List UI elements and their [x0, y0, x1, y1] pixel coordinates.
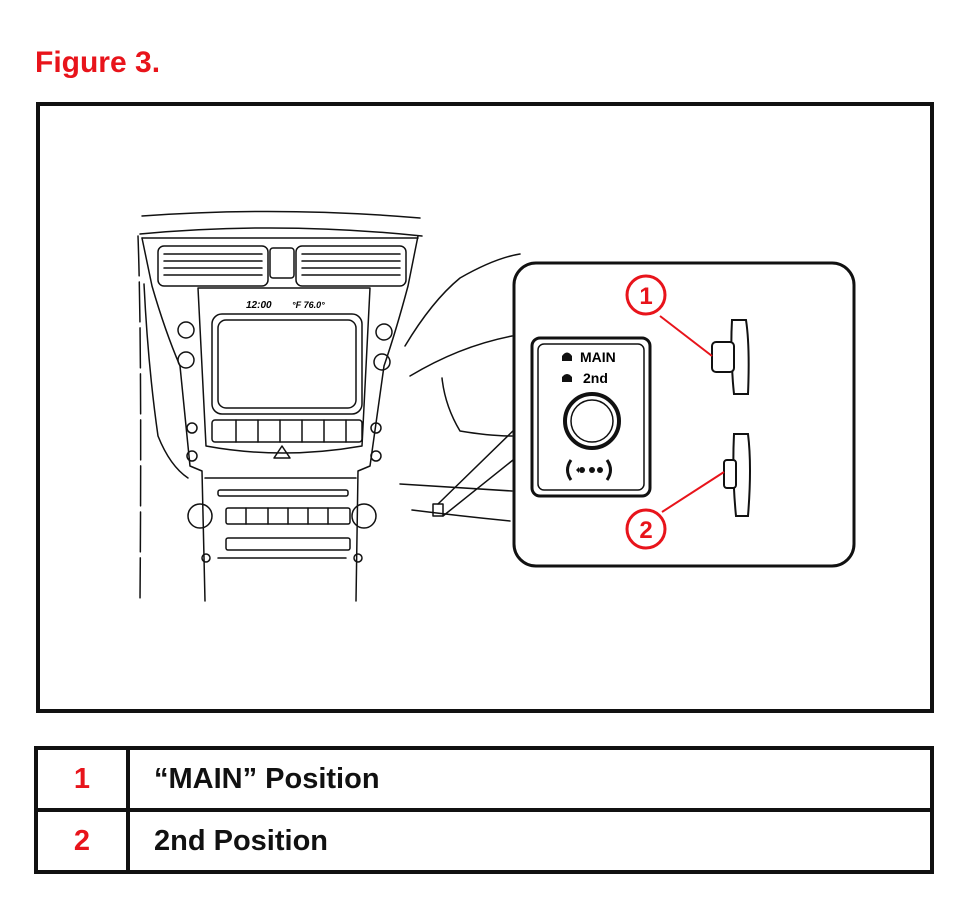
seat-memory-switch	[530, 336, 652, 498]
second-seat-icon	[562, 374, 572, 382]
legend-number: 1	[34, 746, 130, 812]
display-temperature: °F 76.0°	[292, 300, 325, 310]
switch-side-view-main	[711, 319, 750, 395]
figure-title: Figure 3.	[35, 46, 161, 79]
switch-label-2nd: 2nd	[583, 370, 608, 386]
climate-buttons	[211, 419, 363, 443]
left-vent	[157, 245, 269, 287]
hazard-button	[273, 445, 291, 459]
navigation-screen	[211, 313, 363, 415]
display-surround	[197, 287, 371, 454]
legend-description: “MAIN” Position	[126, 746, 934, 812]
dashboard-illustration: 12:00 °F 76.0° MAIN 2nd	[137, 210, 856, 602]
hazard-vent-center	[269, 247, 295, 279]
audio-knob-right	[351, 503, 377, 529]
audio-knob-left	[187, 503, 213, 529]
callout-2: 2	[625, 471, 725, 550]
cd-slot	[217, 489, 349, 497]
svg-text:1: 1	[639, 283, 652, 310]
main-seat-icon	[562, 352, 572, 361]
legend-row: 2 2nd Position	[34, 808, 934, 874]
switch-label-main: MAIN	[580, 349, 616, 365]
legend-row: 1 “MAIN” Position	[34, 746, 934, 812]
center-stack-right-edge	[355, 235, 419, 602]
right-vent	[295, 245, 407, 287]
center-stack-left-edge	[141, 237, 206, 602]
svg-text:2: 2	[639, 517, 652, 544]
display-clock: 12:00	[246, 300, 272, 311]
figure-frame: 12:00 °F 76.0° MAIN 2nd	[36, 102, 934, 713]
switch-knob	[563, 392, 621, 450]
dash-top-curve	[141, 210, 421, 219]
legend-description: 2nd Position	[126, 808, 934, 874]
callout-1: 1	[625, 274, 713, 357]
legend-table: 1 “MAIN” Position 2 2nd Position	[34, 746, 934, 874]
switch-side-view-2nd	[723, 433, 751, 517]
legend-number: 2	[34, 808, 130, 874]
